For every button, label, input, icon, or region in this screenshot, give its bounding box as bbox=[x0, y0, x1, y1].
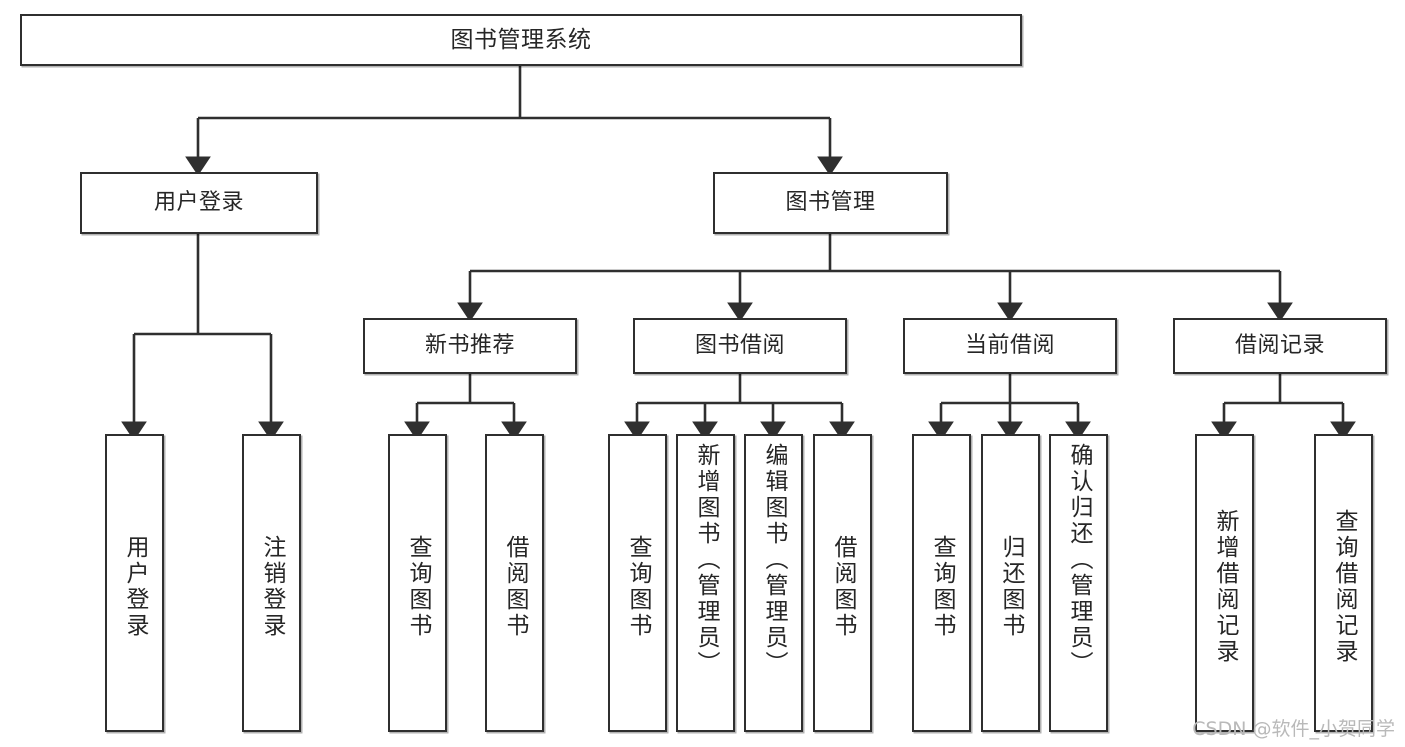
leaf-label-wrap: 用户登录 bbox=[122, 443, 148, 730]
node-book-manage[interactable]: 图书管理 bbox=[713, 172, 948, 234]
leaf-query-borrow-record[interactable]: 查询借阅记录 bbox=[1314, 434, 1373, 732]
node-label: 查询图书 bbox=[405, 534, 431, 639]
node-label: 编辑图书（管理员） bbox=[761, 443, 787, 677]
node-label: 用户登录 bbox=[122, 534, 148, 639]
leaf-label-wrap: 查询图书 bbox=[929, 443, 955, 730]
node-label: 借阅图书 bbox=[830, 534, 856, 639]
leaf-confirm-return-admin[interactable]: 确认归还（管理员） bbox=[1049, 434, 1108, 732]
leaf-add-book-admin[interactable]: 新增图书（管理员） bbox=[676, 434, 735, 732]
node-label: 图书管理 bbox=[785, 190, 876, 216]
node-borrow-record[interactable]: 借阅记录 bbox=[1173, 318, 1387, 374]
node-label: 图书管理系统 bbox=[450, 26, 592, 53]
node-book-borrow[interactable]: 图书借阅 bbox=[633, 318, 847, 374]
node-label: 用户登录 bbox=[153, 190, 244, 216]
leaf-query-book-current[interactable]: 查询图书 bbox=[912, 434, 971, 732]
leaf-label-wrap: 归还图书 bbox=[998, 443, 1024, 730]
node-book-management-system[interactable]: 图书管理系统 bbox=[20, 14, 1022, 66]
leaf-return-book[interactable]: 归还图书 bbox=[981, 434, 1040, 732]
leaf-label-wrap: 新增借阅记录 bbox=[1212, 443, 1238, 730]
node-label: 图书借阅 bbox=[694, 333, 785, 359]
node-label: 当前借阅 bbox=[964, 333, 1055, 359]
node-label: 查询图书 bbox=[929, 534, 955, 639]
leaf-edit-book-admin[interactable]: 编辑图书（管理员） bbox=[744, 434, 803, 732]
leaf-add-borrow-record[interactable]: 新增借阅记录 bbox=[1195, 434, 1254, 732]
node-new-book-recommendation[interactable]: 新书推荐 bbox=[363, 318, 577, 374]
node-label: 新书推荐 bbox=[424, 333, 515, 359]
node-current-borrow[interactable]: 当前借阅 bbox=[903, 318, 1117, 374]
leaf-query-book-borrow[interactable]: 查询图书 bbox=[608, 434, 667, 732]
leaf-logout-login[interactable]: 注销登录 bbox=[242, 434, 301, 732]
node-label: 查询图书 bbox=[625, 534, 651, 639]
node-label: 新增借阅记录 bbox=[1212, 508, 1238, 665]
leaf-label-wrap: 注销登录 bbox=[259, 443, 285, 730]
leaf-borrow-book-recommend[interactable]: 借阅图书 bbox=[485, 434, 544, 732]
leaf-label-wrap: 借阅图书 bbox=[502, 443, 528, 730]
leaf-label-wrap: 查询借阅记录 bbox=[1331, 443, 1357, 730]
leaf-label-wrap: 查询图书 bbox=[625, 443, 651, 730]
node-label: 借阅图书 bbox=[502, 534, 528, 639]
node-label: 查询借阅记录 bbox=[1331, 508, 1357, 665]
leaf-label-wrap: 借阅图书 bbox=[830, 443, 856, 730]
node-label: 确认归还（管理员） bbox=[1066, 443, 1092, 677]
leaf-borrow-book-borrow[interactable]: 借阅图书 bbox=[813, 434, 872, 732]
node-label: 借阅记录 bbox=[1234, 333, 1325, 359]
node-label: 归还图书 bbox=[998, 534, 1024, 639]
node-user-login[interactable]: 用户登录 bbox=[80, 172, 318, 234]
node-label: 新增图书（管理员） bbox=[693, 443, 719, 677]
leaf-user-login[interactable]: 用户登录 bbox=[105, 434, 164, 732]
leaf-label-wrap: 查询图书 bbox=[405, 443, 431, 730]
leaf-query-book-recommend[interactable]: 查询图书 bbox=[388, 434, 447, 732]
node-label: 注销登录 bbox=[259, 534, 285, 639]
